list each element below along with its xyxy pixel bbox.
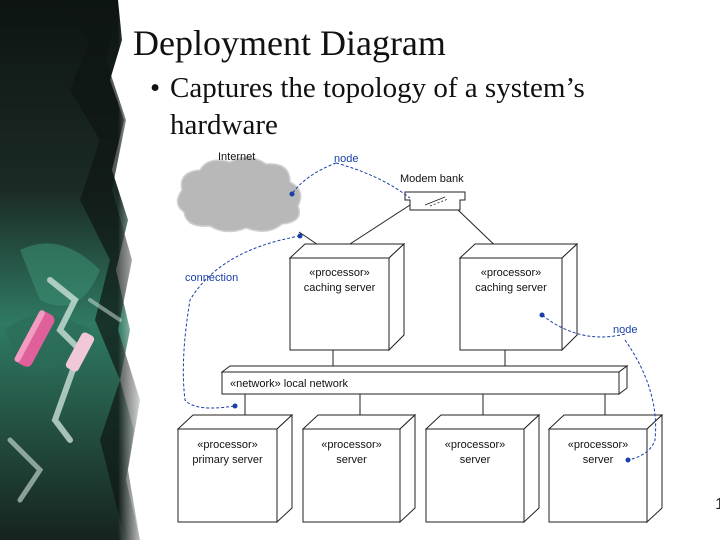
- node-name: server: [460, 454, 491, 466]
- local-network-node: «network» local network: [220, 365, 629, 395]
- node-stereotype: «processor»: [481, 267, 542, 279]
- chalkboard-decoration: [0, 0, 148, 540]
- node-stereotype: «processor»: [197, 439, 258, 451]
- server-node: «processor» server: [547, 413, 664, 524]
- modem-bank-label: Modem bank: [400, 173, 464, 185]
- node-stereotype: «processor»: [445, 439, 506, 451]
- server-node: «processor» server: [424, 413, 541, 524]
- server-node: «processor» server: [301, 413, 417, 524]
- node-name: server: [336, 454, 367, 466]
- node-name: primary server: [192, 454, 263, 466]
- internet-cloud: [176, 156, 302, 233]
- modem-bank-node: [404, 191, 466, 211]
- node-name: caching server: [475, 282, 547, 294]
- slide-title: Deployment Diagram: [133, 23, 446, 63]
- internet-label: Internet: [218, 151, 255, 163]
- node-stereotype: «processor»: [321, 439, 382, 451]
- node-name: server: [583, 454, 614, 466]
- network-label: «network» local network: [230, 378, 349, 390]
- node-annotation-top: node: [334, 153, 358, 165]
- node-stereotype: «processor»: [309, 267, 370, 279]
- connection-annotation: connection: [185, 272, 238, 284]
- server-node: «processor» primary server: [176, 413, 294, 524]
- caching-server-node: «processor» caching server: [288, 242, 406, 352]
- annotation-lines: [182, 162, 657, 461]
- page-number: 1: [715, 496, 720, 513]
- bullet-marker: •: [150, 72, 161, 104]
- node-annotation-right: node: [613, 324, 637, 336]
- node-stereotype: «processor»: [568, 439, 629, 451]
- caching-server-node: «processor» caching server: [458, 242, 579, 352]
- node-name: caching server: [304, 282, 376, 294]
- bullet-text: Captures the topology of a system’s hard…: [170, 72, 585, 141]
- annotation-dots: [232, 191, 631, 463]
